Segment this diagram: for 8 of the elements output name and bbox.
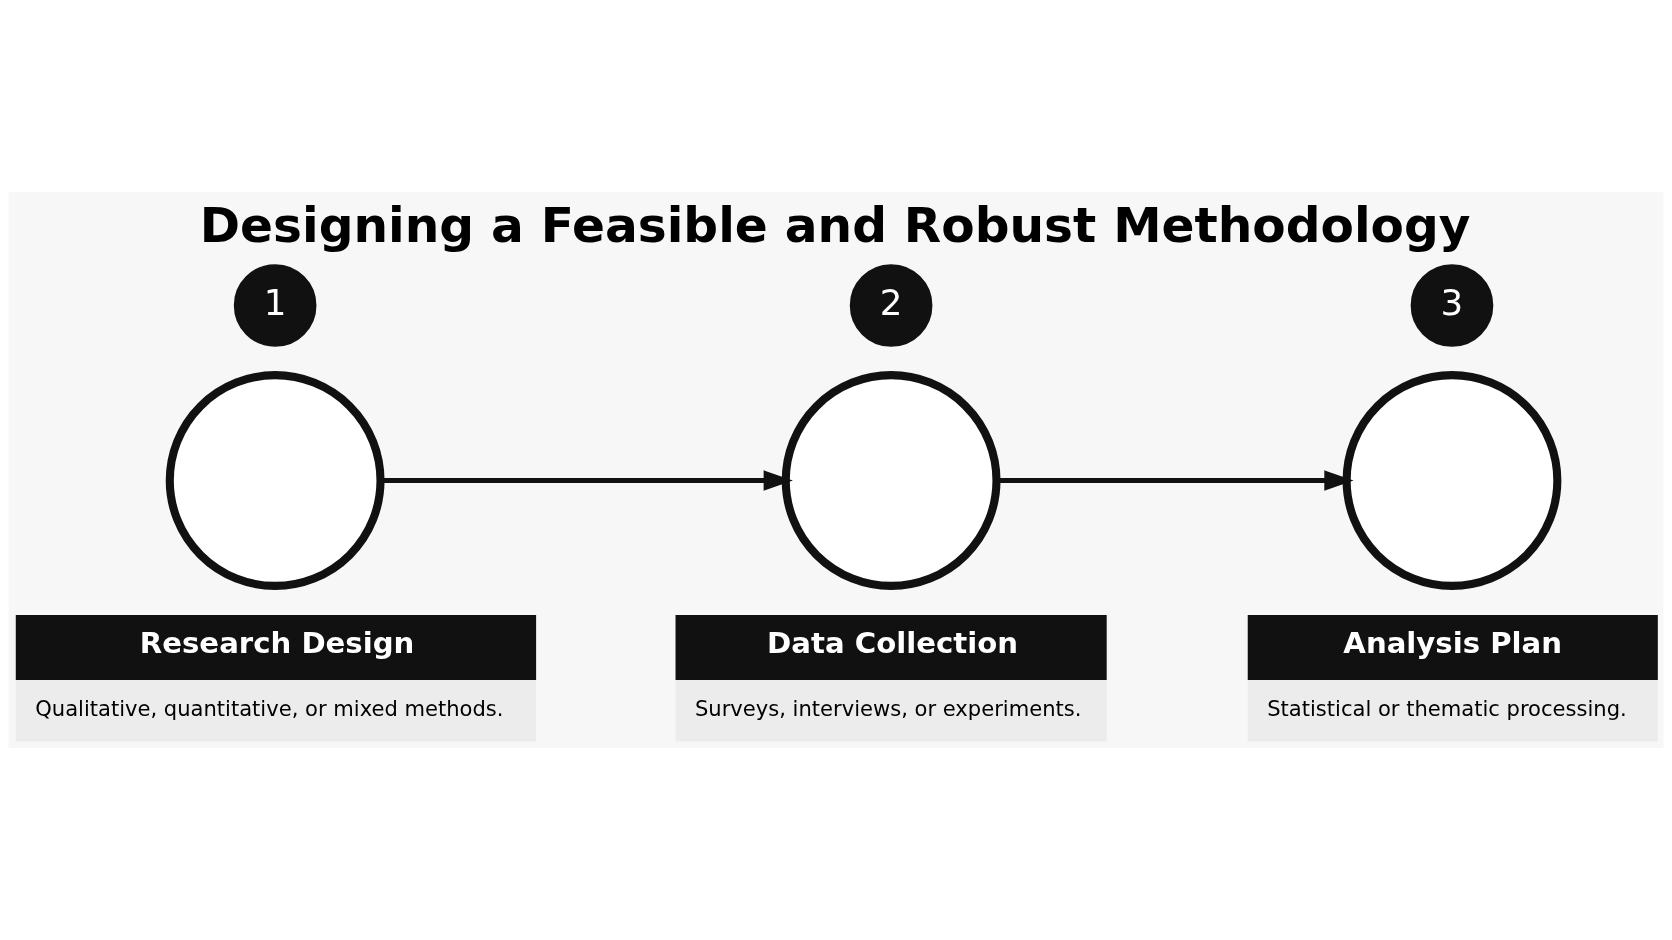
node-circle: 2 — [849, 264, 933, 347]
node-circle — [1342, 371, 1562, 590]
node-circle — [781, 371, 1001, 590]
node-circle — [165, 371, 385, 590]
arrow — [381, 470, 793, 491]
node-circle: 1 — [233, 264, 317, 347]
diagram-title: Designing a Feasible and Robust Methodology — [199, 197, 1471, 254]
node-circle: 3 — [1410, 264, 1494, 347]
